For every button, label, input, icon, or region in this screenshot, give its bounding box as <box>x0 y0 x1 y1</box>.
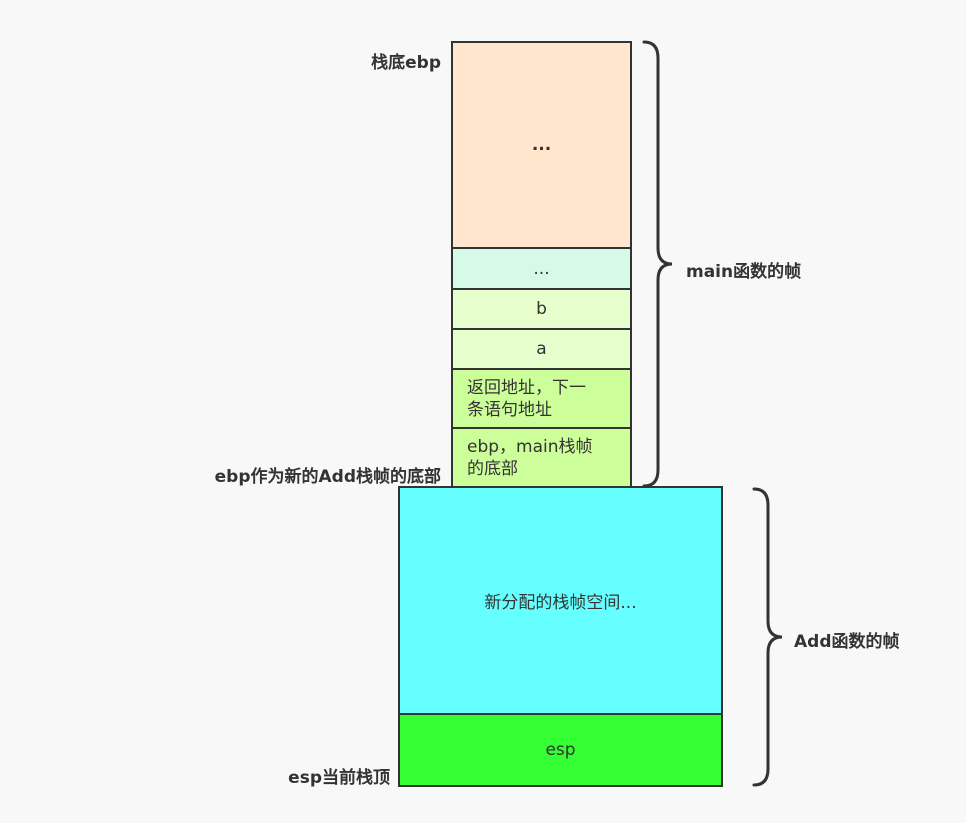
main-frame-label: main函数的帧 <box>686 262 802 282</box>
saved-ebp-cell: ebp，main栈帧 的底部 <box>451 427 632 488</box>
cell-text-line-1: ebp，main栈帧 <box>467 436 593 457</box>
cell-text-line-1: 返回地址，下一 <box>467 377 586 398</box>
add-frame-label: Add函数的帧 <box>794 632 900 652</box>
cell-text: esp <box>545 740 576 760</box>
main-frame-top-cell: ... <box>451 41 632 249</box>
main-frame-ellipsis-cell: ... <box>451 247 632 290</box>
cell-text: ... <box>531 135 552 155</box>
var-a-cell: a <box>451 328 632 370</box>
main-frame-brace <box>642 40 673 488</box>
add-frame-brace <box>752 487 783 787</box>
esp-cell: esp <box>398 713 723 787</box>
cell-text: 新分配的栈帧空间... <box>484 593 637 613</box>
cell-text: ... <box>533 258 550 279</box>
cell-text: b <box>536 299 547 319</box>
return-address-cell: 返回地址，下一 条语句地址 <box>451 368 632 429</box>
stack-bottom-label: 栈底ebp <box>371 53 441 73</box>
new-ebp-label: ebp作为新的Add栈帧的底部 <box>214 467 441 487</box>
cell-text: a <box>536 339 547 359</box>
cell-text-line-2: 的底部 <box>467 458 518 479</box>
cell-text-wrap: 返回地址，下一 条语句地址 <box>467 377 586 421</box>
var-b-cell: b <box>451 288 632 330</box>
cell-text-wrap: ebp，main栈帧 的底部 <box>467 436 593 480</box>
cell-text-line-2: 条语句地址 <box>467 399 552 420</box>
stack-top-label: esp当前栈顶 <box>288 768 390 788</box>
allocated-space-cell: 新分配的栈帧空间... <box>398 486 723 715</box>
